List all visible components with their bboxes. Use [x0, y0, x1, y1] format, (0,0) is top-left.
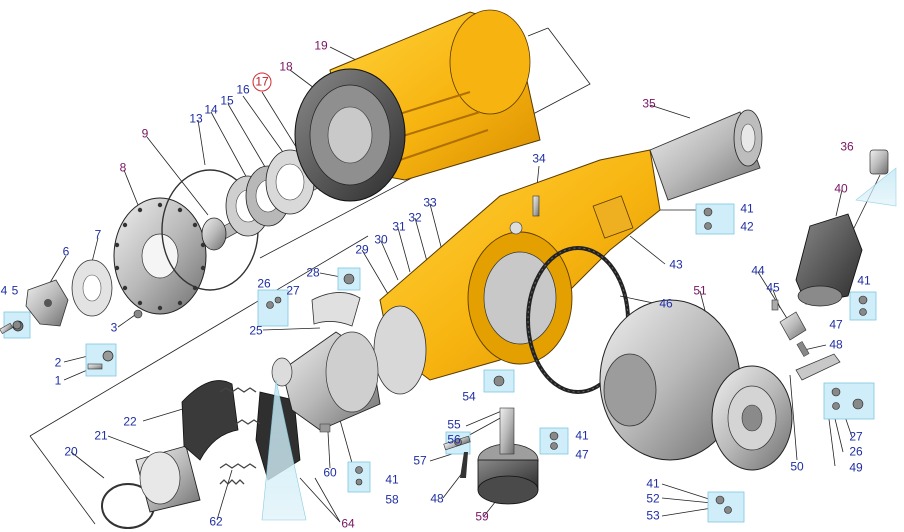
callout-41-d: 41 — [857, 273, 871, 288]
key-48 — [460, 452, 468, 478]
callout-49: 49 — [849, 460, 863, 475]
callout-28: 28 — [306, 265, 320, 280]
callout-45: 45 — [766, 280, 780, 295]
callout-48-b: 48 — [829, 337, 843, 352]
spring — [219, 387, 257, 393]
callout-58: 58 — [385, 492, 399, 507]
callout-16: 16 — [236, 82, 250, 97]
brake-shoe-22 — [181, 380, 239, 461]
brake-assembly — [101, 292, 381, 529]
callout-47-b: 47 — [829, 317, 843, 332]
pin-60 — [319, 423, 331, 433]
callout-51: 51 — [693, 283, 707, 298]
callout-20: 20 — [64, 444, 78, 459]
spring — [219, 463, 257, 469]
sensor-36 — [869, 149, 889, 175]
pin-48 — [796, 341, 810, 357]
callout-17-circled: 17 — [252, 72, 272, 92]
callout-41-e: 41 — [646, 476, 660, 491]
cartridge-59 — [443, 407, 539, 505]
callout-27-b: 27 — [849, 429, 863, 444]
callout-32: 32 — [408, 210, 422, 225]
callout-50: 50 — [790, 459, 804, 474]
callout-43: 43 — [669, 257, 683, 272]
callout-1: 1 — [54, 373, 62, 388]
callout-13: 13 — [189, 111, 203, 126]
callout-47-a: 47 — [575, 447, 589, 462]
nut-3 — [133, 309, 143, 319]
callout-27: 27 — [286, 283, 300, 298]
callout-44: 44 — [751, 263, 765, 278]
callout-7: 7 — [94, 227, 102, 242]
callout-56: 56 — [447, 432, 461, 447]
wheel-hub-19 — [294, 9, 541, 202]
callout-6: 6 — [62, 244, 70, 259]
differential-51 — [599, 299, 793, 471]
callout-54: 54 — [462, 389, 476, 404]
callout-26-b: 26 — [849, 444, 863, 459]
callout-15: 15 — [220, 93, 234, 108]
highlight-boxes — [3, 203, 877, 523]
axle-tube-35 — [649, 109, 763, 201]
callout-57: 57 — [413, 453, 427, 468]
callout-9: 9 — [141, 126, 149, 141]
callout-64: 64 — [341, 516, 355, 531]
washer-2 — [102, 350, 114, 362]
callout-35: 35 — [642, 96, 656, 111]
callout-62: 62 — [209, 514, 223, 529]
callout-2: 2 — [54, 355, 62, 370]
motor-40 — [795, 213, 863, 305]
spring — [235, 419, 261, 425]
callout-19: 19 — [314, 38, 328, 53]
plate-50 — [795, 353, 841, 381]
bracket-44 — [779, 311, 807, 341]
highlight-beam — [261, 379, 307, 521]
callout-33: 33 — [423, 195, 437, 210]
callout-22: 22 — [123, 414, 137, 429]
callout-40: 40 — [834, 181, 848, 196]
callout-31: 31 — [392, 219, 406, 234]
callout-36: 36 — [840, 139, 854, 154]
callout-55: 55 — [447, 417, 461, 432]
bolt-1 — [87, 363, 103, 370]
callout-5: 5 — [11, 283, 19, 298]
callout-26: 26 — [257, 276, 271, 291]
callout-3: 3 — [110, 320, 118, 335]
callout-30: 30 — [374, 232, 388, 247]
bolt-45 — [771, 299, 779, 311]
callout-48-a: 48 — [430, 491, 444, 506]
spring-stack-56 — [499, 407, 515, 455]
box-bolts — [12, 207, 868, 514]
callout-41-a: 41 — [385, 472, 399, 487]
callout-14: 14 — [204, 102, 218, 117]
flange-bolt-holes — [114, 202, 206, 311]
callout-42: 42 — [740, 219, 754, 234]
callout-41-c: 41 — [740, 201, 754, 216]
callout-18: 18 — [279, 59, 293, 74]
callout-29: 29 — [355, 242, 369, 257]
callout-59: 59 — [475, 509, 489, 524]
right-parts — [771, 149, 889, 381]
left-flange-stack — [0, 197, 207, 370]
callout-53: 53 — [646, 508, 660, 523]
callout-4: 4 — [0, 283, 8, 298]
callout-60: 60 — [323, 465, 337, 480]
callout-52: 52 — [646, 491, 660, 506]
callout-8: 8 — [119, 160, 127, 175]
callout-46: 46 — [659, 296, 673, 311]
breather-34 — [532, 195, 540, 217]
mount-boss-43 — [592, 195, 634, 239]
callout-41-b: 41 — [575, 428, 589, 443]
callout-34: 34 — [532, 151, 546, 166]
callout-25: 25 — [249, 323, 263, 338]
callout-21: 21 — [94, 428, 108, 443]
